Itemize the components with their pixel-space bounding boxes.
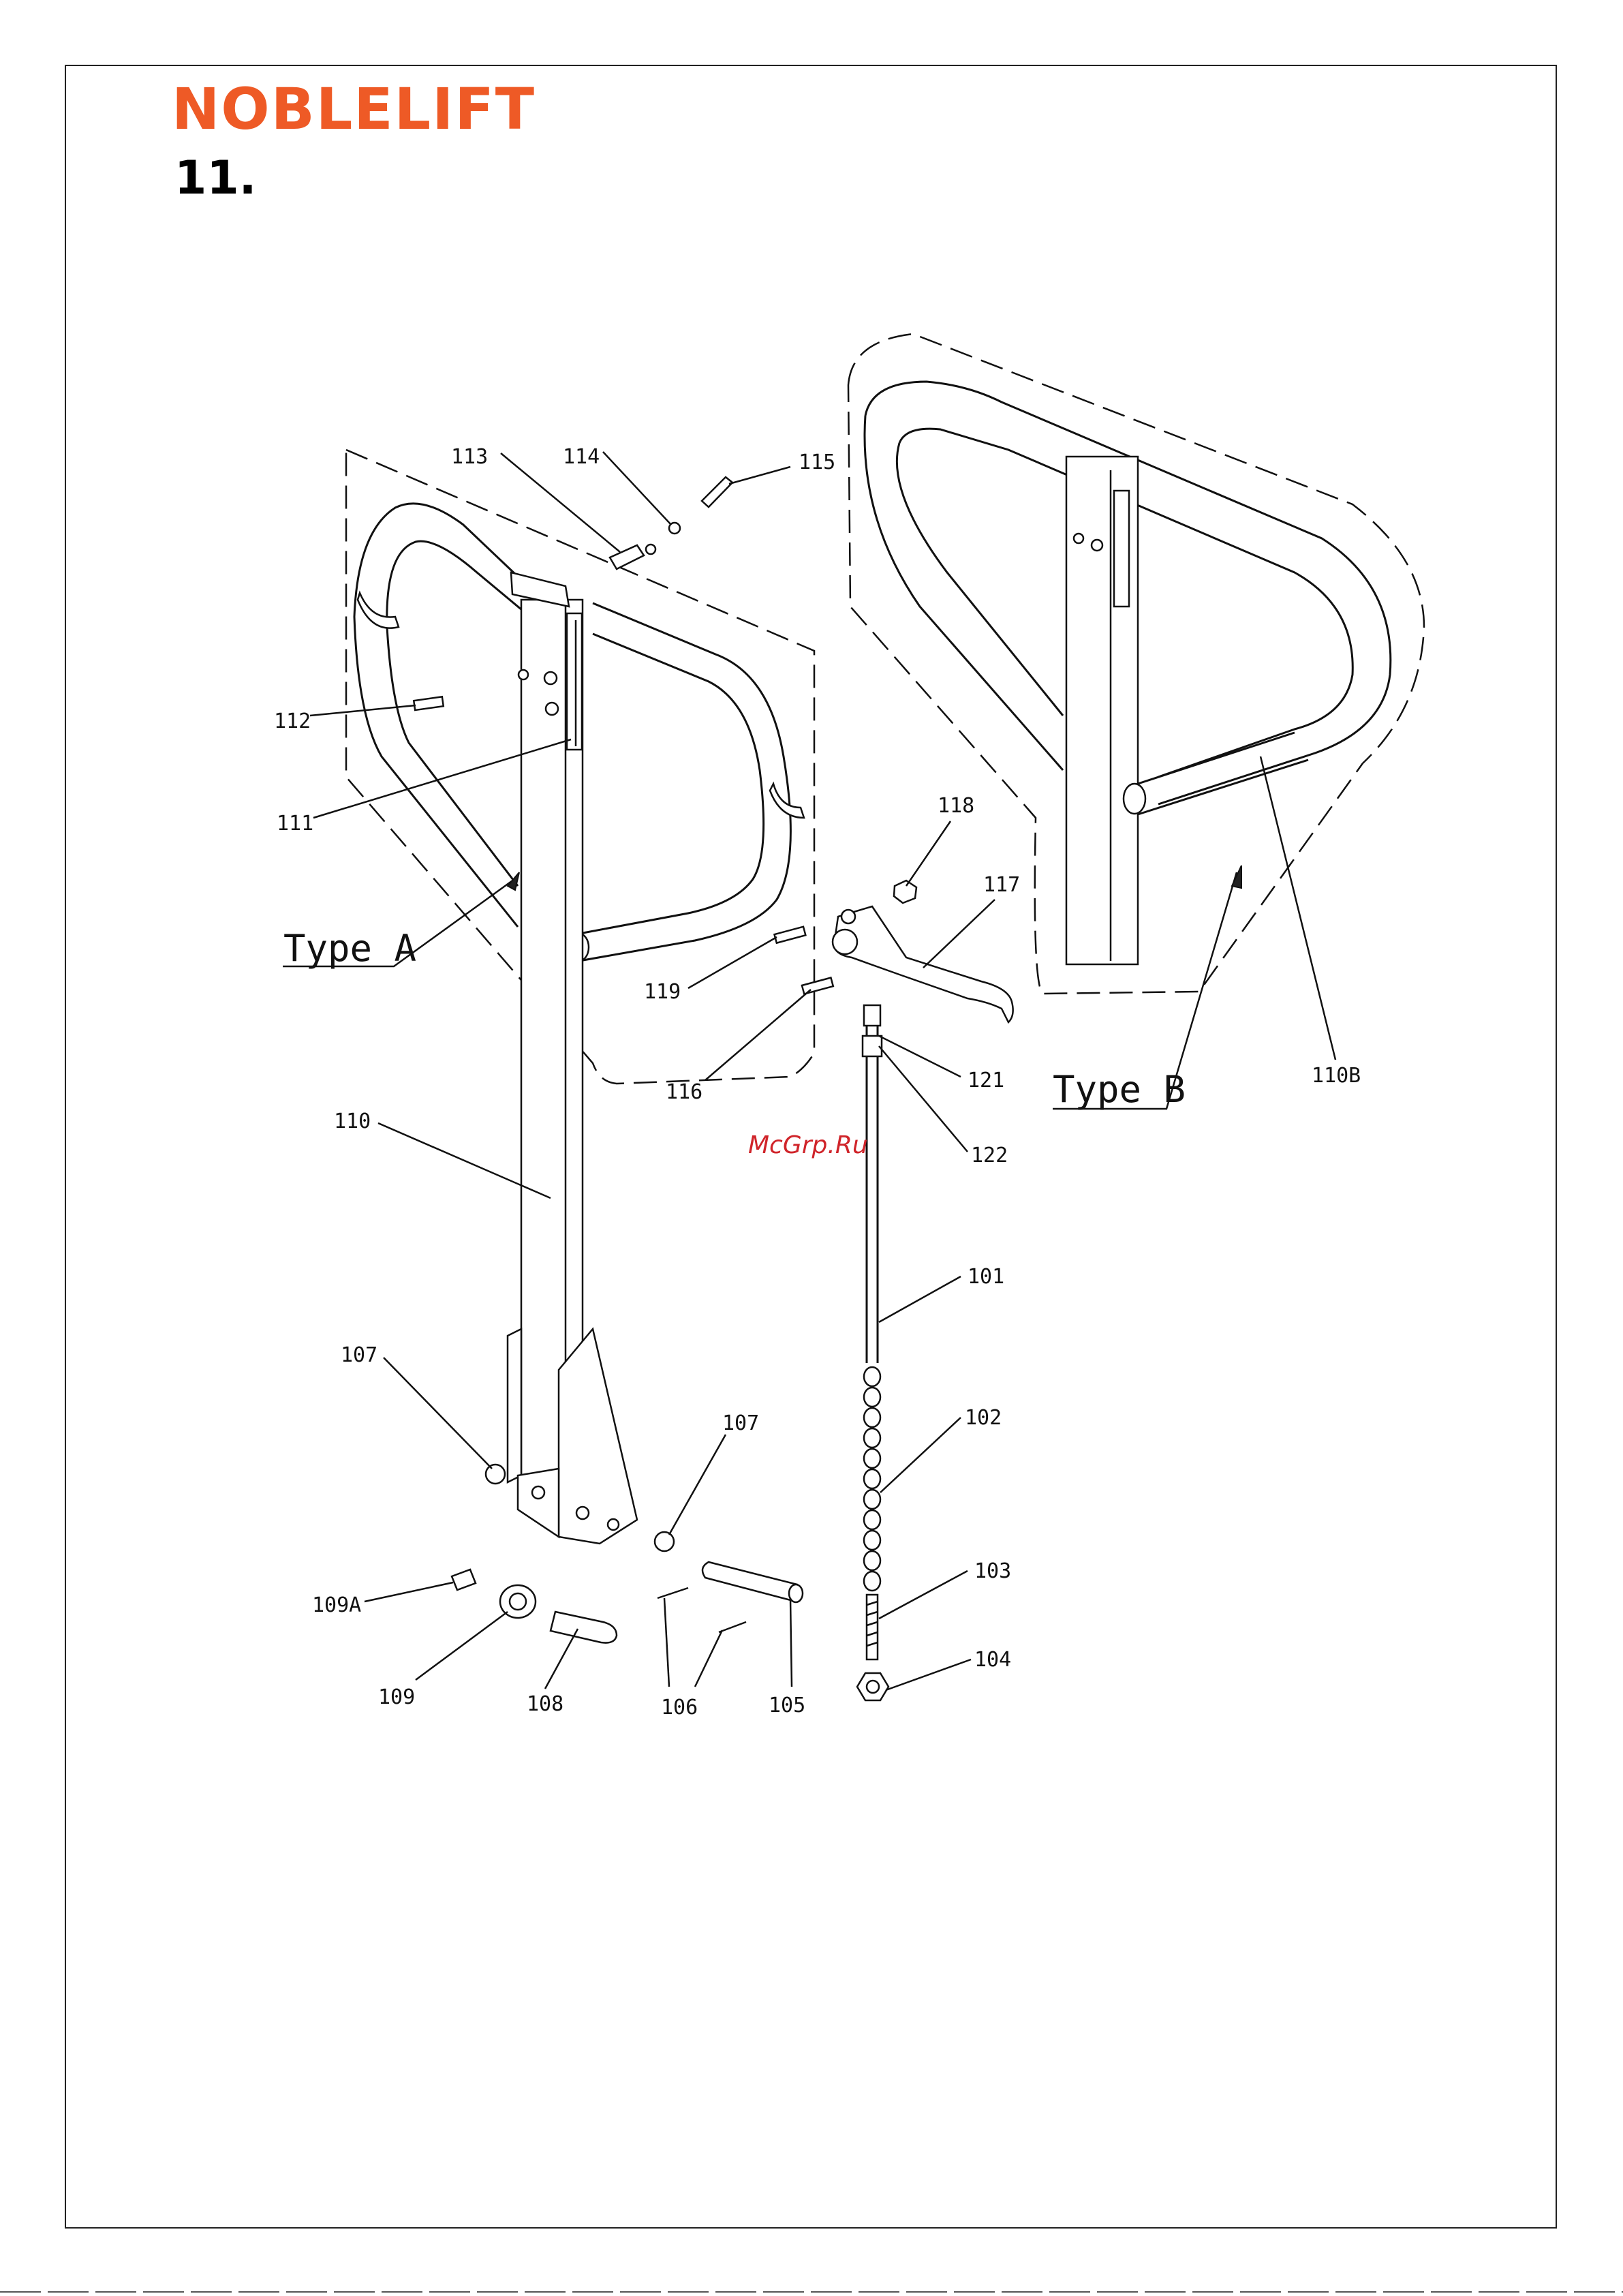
pin-108 [551,1612,617,1643]
type-a-handle [346,450,814,1544]
type-a-handle-loop [354,504,531,617]
label-110b: 110B [1312,1064,1361,1088]
label-122: 122 [971,1144,1008,1167]
handle-bottom-plate [508,1329,521,1482]
label-113: 113 [451,445,488,469]
label-type-a: Type A [283,927,416,970]
bottom-edge-line [0,2291,1623,2293]
label-101: 101 [968,1265,1004,1289]
label-118: 118 [938,794,974,818]
lever-117 [834,906,1013,1022]
label-109a: 109A [312,1593,361,1617]
label-119: 119 [644,980,681,1004]
label-121: 121 [968,1069,1004,1092]
shaft-105 [702,1562,801,1602]
label-103: 103 [974,1559,1011,1583]
label-112: 112 [274,709,311,733]
label-102: 102 [965,1406,1002,1430]
label-107-right: 107 [722,1411,759,1435]
label-105: 105 [769,1694,805,1717]
label-117: 117 [983,873,1020,897]
label-107-left: 107 [341,1343,377,1367]
label-108: 108 [527,1692,563,1716]
label-type-b: Type B [1053,1068,1186,1111]
small-parts [414,477,1013,1700]
label-106: 106 [661,1696,698,1719]
chain-102 [864,1367,880,1591]
type-b-handle [848,334,1424,994]
part-labels: 113 114 115 112 111 Type A 118 117 119 1… [274,445,1361,1719]
label-114: 114 [563,445,600,469]
label-110: 110 [334,1109,371,1133]
watermark-text: McGrp.Ru [748,1131,868,1159]
label-109: 109 [378,1685,415,1709]
label-116: 116 [666,1080,702,1104]
type-a-handle-right [579,603,790,961]
label-111: 111 [277,812,313,836]
label-115: 115 [799,450,835,474]
label-104: 104 [974,1648,1011,1672]
